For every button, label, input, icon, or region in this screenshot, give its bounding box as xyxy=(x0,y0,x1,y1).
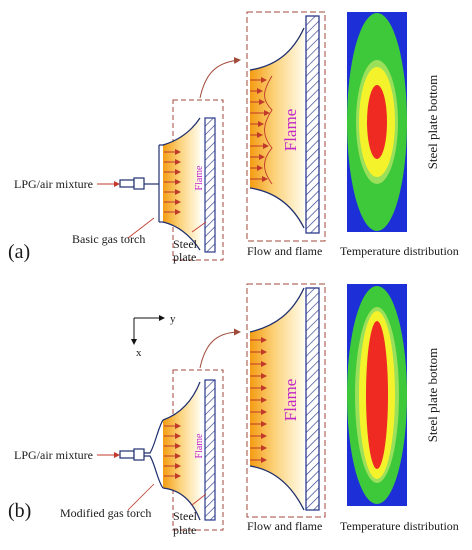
small-plate-a xyxy=(204,117,216,253)
tag-b: (b) xyxy=(8,500,31,522)
big-flow-arrows-a xyxy=(250,77,270,182)
inlet-label-a: LPG/air mixture xyxy=(14,177,93,191)
small-flame-a xyxy=(163,118,200,250)
big-plate-b xyxy=(305,287,320,511)
axes-indicator: y x xyxy=(131,313,176,359)
torch-label-b: Modified gas torch xyxy=(60,506,151,520)
torch-leader-b xyxy=(127,483,155,511)
plate-leader-a xyxy=(191,221,207,233)
tag-a: (a) xyxy=(8,241,30,263)
panel-b: (b) LPG/air mixture Modified gas torch S… xyxy=(8,283,459,537)
flow-caption-a: Flow and flame xyxy=(247,244,322,258)
flow-envelope-a xyxy=(264,75,273,185)
temperature-map-b xyxy=(347,284,407,506)
basic-torch-a xyxy=(119,144,164,223)
inlet-label-b: LPG/air mixture xyxy=(14,448,93,462)
big-flame-b xyxy=(250,288,304,510)
connector-b xyxy=(199,328,241,369)
flow-caption-b: Flow and flame xyxy=(247,519,322,533)
torch-label-a: Basic gas torch xyxy=(72,232,145,246)
axis-y-label: y xyxy=(170,313,176,325)
small-plate-b xyxy=(204,379,216,521)
small-flow-arrows-b xyxy=(164,423,181,479)
big-flow-arrows-b xyxy=(250,337,267,463)
big-dashed-box-b xyxy=(246,283,326,518)
big-dashed-box-a xyxy=(246,11,326,242)
big-plate-a xyxy=(305,15,320,234)
small-flow-arrows-a xyxy=(164,149,181,215)
flame-label-small-b: Flame xyxy=(194,433,205,459)
plate-leader-b xyxy=(191,493,207,506)
temp-caption-a: Temperature distribution xyxy=(340,244,459,258)
plate-label-a-1: Steel xyxy=(173,237,198,251)
side-label-b: Steel plate bottom xyxy=(425,348,440,443)
plate-label-a-2: plate xyxy=(173,250,196,264)
temperature-map-a xyxy=(347,12,407,232)
flame-label-big-b: Flame xyxy=(281,379,300,422)
modified-torch-b xyxy=(119,419,164,489)
torch-leader-a xyxy=(127,217,155,239)
side-label-a: Steel plate bottom xyxy=(425,75,440,170)
plate-label-b-2: plate xyxy=(173,523,196,537)
flame-label-big-a: Flame xyxy=(281,109,300,152)
plate-label-b-1: Steel xyxy=(173,509,198,523)
panel-a: (a) LPG/air mixture Basic gas torch Stee… xyxy=(8,11,459,264)
connector-a xyxy=(199,56,241,99)
axis-x-label: x xyxy=(136,347,142,359)
temp-caption-b: Temperature distribution xyxy=(340,519,459,533)
flame-label-small-a: Flame xyxy=(194,165,205,191)
